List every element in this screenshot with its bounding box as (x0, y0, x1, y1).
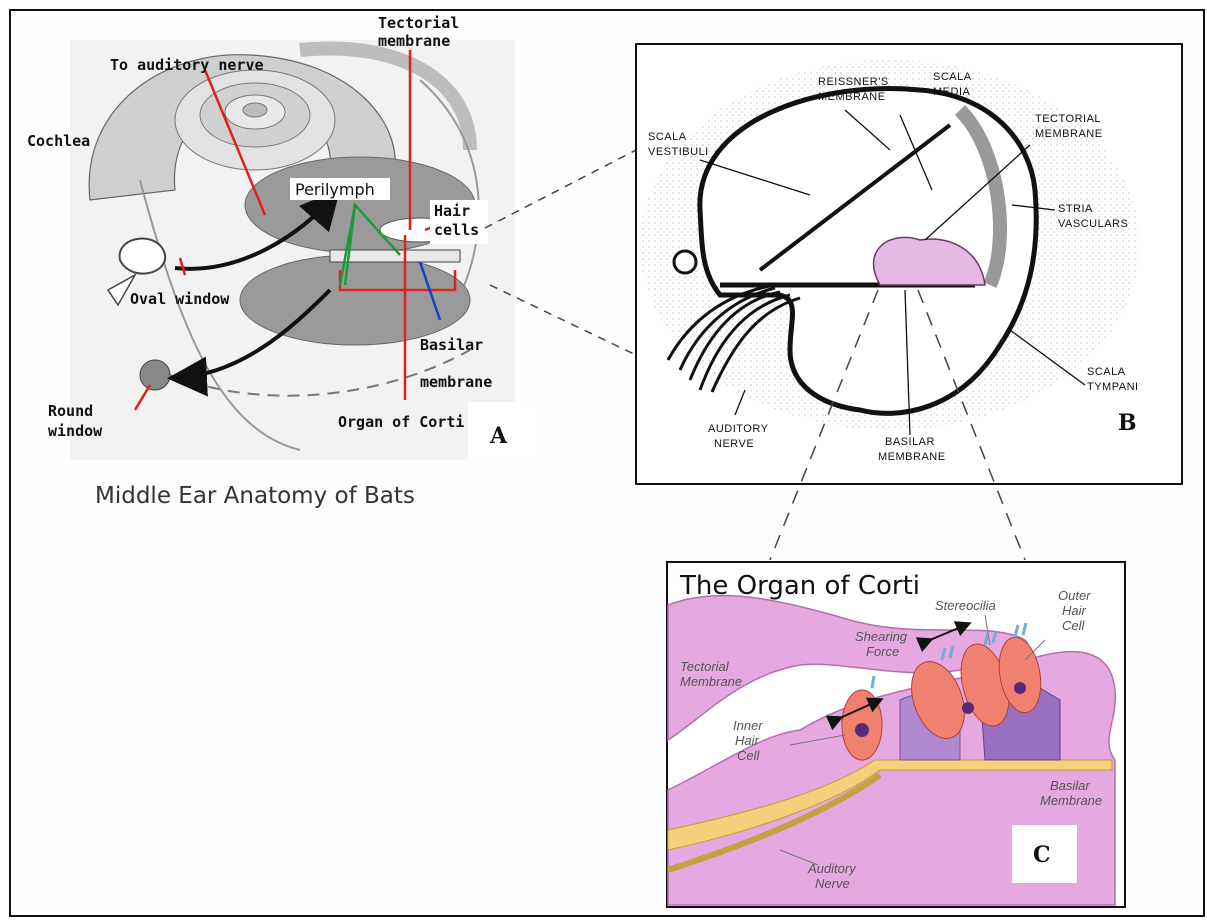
label-inner-hair-cell-2: Hair (735, 733, 760, 748)
label-scala-vestibuli-2: VESTIBULI (648, 146, 709, 158)
label-scala-tympani-2: TYMPANI (1087, 381, 1139, 393)
label-oval-window: Oval window (130, 290, 230, 308)
label-outer-hair-cell-2: Hair (1062, 603, 1087, 618)
scala-tympani-a (240, 255, 470, 345)
label-reissners-membrane-2: MEMBRANE (818, 91, 886, 103)
label-basilar-membrane-a: Basilar (420, 336, 483, 354)
label-perilymph: Perilymph (295, 180, 375, 199)
label-auditory-nerve-c-2: Nerve (815, 876, 850, 891)
label-round-window: Round (48, 402, 93, 420)
label-hair-cells-2: cells (434, 221, 479, 239)
label-tectorial-membrane-a-2: membrane (378, 32, 450, 50)
label-tectorial-membrane-c-2: Membrane (680, 674, 742, 689)
label-scala-media-2: MEDIA (933, 86, 971, 98)
label-scala-vestibuli: SCALA (648, 131, 687, 143)
inner-hair-cell-nucleus (855, 723, 869, 737)
label-basilar-membrane-b-2: MEMBRANE (878, 451, 946, 463)
panel-letter-c: C (1033, 842, 1051, 868)
label-scala-tympani: SCALA (1087, 366, 1126, 378)
label-inner-hair-cell-3: Cell (737, 748, 761, 763)
label-round-window-2: window (48, 422, 103, 440)
label-auditory-nerve-b-2: NERVE (714, 438, 754, 450)
panel-a-illustration (70, 40, 543, 462)
panel-letter-b: B (1118, 410, 1137, 436)
label-organ-of-corti-a: Organ of Corti (338, 413, 464, 431)
label-reissners-membrane: REISSNER'S (818, 76, 889, 88)
label-auditory-nerve-c: Auditory (807, 861, 857, 876)
label-auditory-nerve-b: AUDITORY (708, 423, 769, 435)
panel-c-title: The Organ of Corti (679, 571, 920, 601)
label-to-auditory-nerve: To auditory nerve (110, 56, 264, 74)
label-stria-vascularis-2: VASCULARS (1058, 218, 1128, 230)
label-tectorial-membrane-b: TECTORIAL (1035, 113, 1101, 125)
label-scala-media: SCALA (933, 71, 972, 83)
label-basilar-membrane-c: Basilar (1050, 778, 1090, 793)
label-tectorial-membrane-c: Tectorial (680, 659, 730, 674)
label-basilar-membrane-c-2: Membrane (1040, 793, 1102, 808)
panel-letter-a: A (489, 423, 508, 449)
label-outer-hair-cell-3: Cell (1062, 618, 1086, 633)
label-tectorial-membrane-a: Tectorial (378, 14, 459, 32)
label-shearing-force-2: Force (866, 644, 899, 659)
caption-middle-ear: Middle Ear Anatomy of Bats (95, 483, 415, 509)
label-basilar-membrane-b: BASILAR (885, 436, 935, 448)
label-stereocilia: Stereocilia (935, 598, 996, 613)
label-inner-hair-cell: Inner (733, 718, 763, 733)
round-window-shape (140, 360, 170, 390)
label-stria-vascularis: STRIA (1058, 203, 1093, 215)
label-hair-cells: Hair (434, 202, 470, 220)
label-shearing-force: Shearing (855, 629, 908, 644)
label-cochlea: Cochlea (27, 132, 90, 150)
label-tectorial-membrane-b-2: MEMBRANE (1035, 128, 1103, 140)
label-outer-hair-cell: Outer (1058, 588, 1091, 603)
label-basilar-membrane-a-2: membrane (420, 373, 492, 391)
